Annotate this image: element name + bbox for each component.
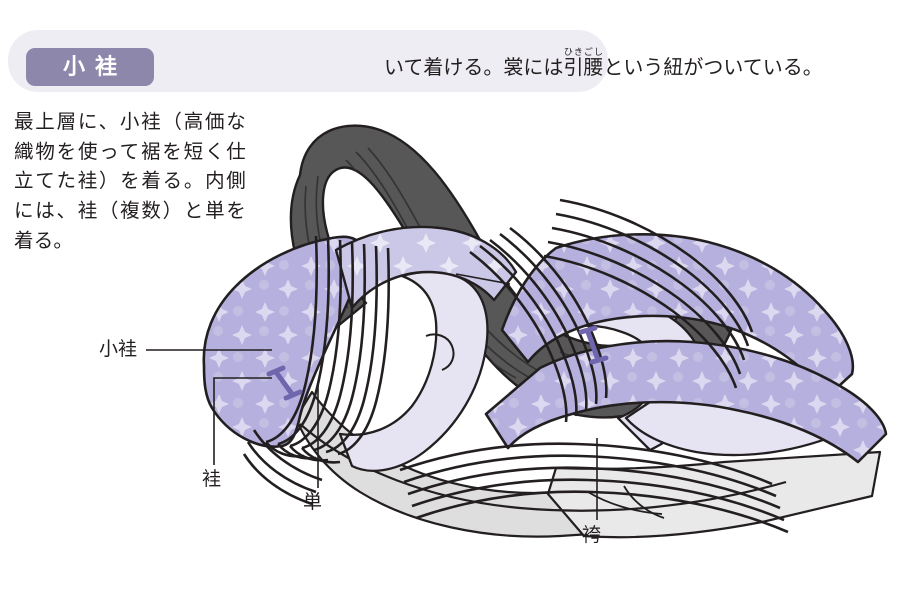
header-sentence-suffix: という紐がついている。 xyxy=(603,57,823,79)
uchigi-fan-center xyxy=(469,226,608,423)
leader-line-uchigi xyxy=(213,377,272,465)
section-title-label: 小袿 xyxy=(62,54,127,79)
callout-hitoe: 単 xyxy=(303,492,323,513)
leader-line-center-pointer xyxy=(455,273,511,285)
uchigi-layer-marker-right xyxy=(578,325,609,365)
callout-uchigi: 袿 xyxy=(202,469,222,490)
hitoe-panel-left xyxy=(338,270,489,472)
ruby-hikigoshi: 引腰ひきごし xyxy=(563,48,604,80)
uchigi-hem-lower-right xyxy=(399,442,789,534)
hitoe-fold-notch xyxy=(425,333,455,371)
uchigi-cascade-left xyxy=(265,235,390,456)
header-sentence-prefix: いて着ける。裳には xyxy=(384,57,564,79)
uchigi-layer-marker xyxy=(266,365,303,401)
lead-paragraph: 最上層に、小袿（高価な織物を使って裾を短く仕立てた袿）を着る。内側には、袿（複数… xyxy=(14,111,246,252)
section-title-badge: 小袿 xyxy=(26,48,154,86)
callout-hakama: 袴 xyxy=(582,525,602,546)
uchigi-layers-group xyxy=(242,198,789,534)
leader-lines xyxy=(146,273,598,520)
callout-kouchigi: 小袿 xyxy=(99,339,138,360)
ruby-base-hikigoshi: 引腰 xyxy=(563,57,604,79)
ruby-reading-hikigoshi: ひきごし xyxy=(563,47,604,57)
uchigi-bundle-bottom-left xyxy=(242,429,323,506)
uchigi-fan-upper-right xyxy=(543,198,754,389)
kouchigi-left-shoulder xyxy=(202,235,364,448)
hakama-group xyxy=(294,390,882,539)
hakama-fold-crease-2 xyxy=(623,485,665,519)
kouchigi-right-skirt xyxy=(484,339,888,464)
header-continuation-sentence: いて着ける。裳には引腰ひきごしという紐がついている。 xyxy=(384,47,823,81)
kouchigi-center-drape xyxy=(334,225,518,310)
